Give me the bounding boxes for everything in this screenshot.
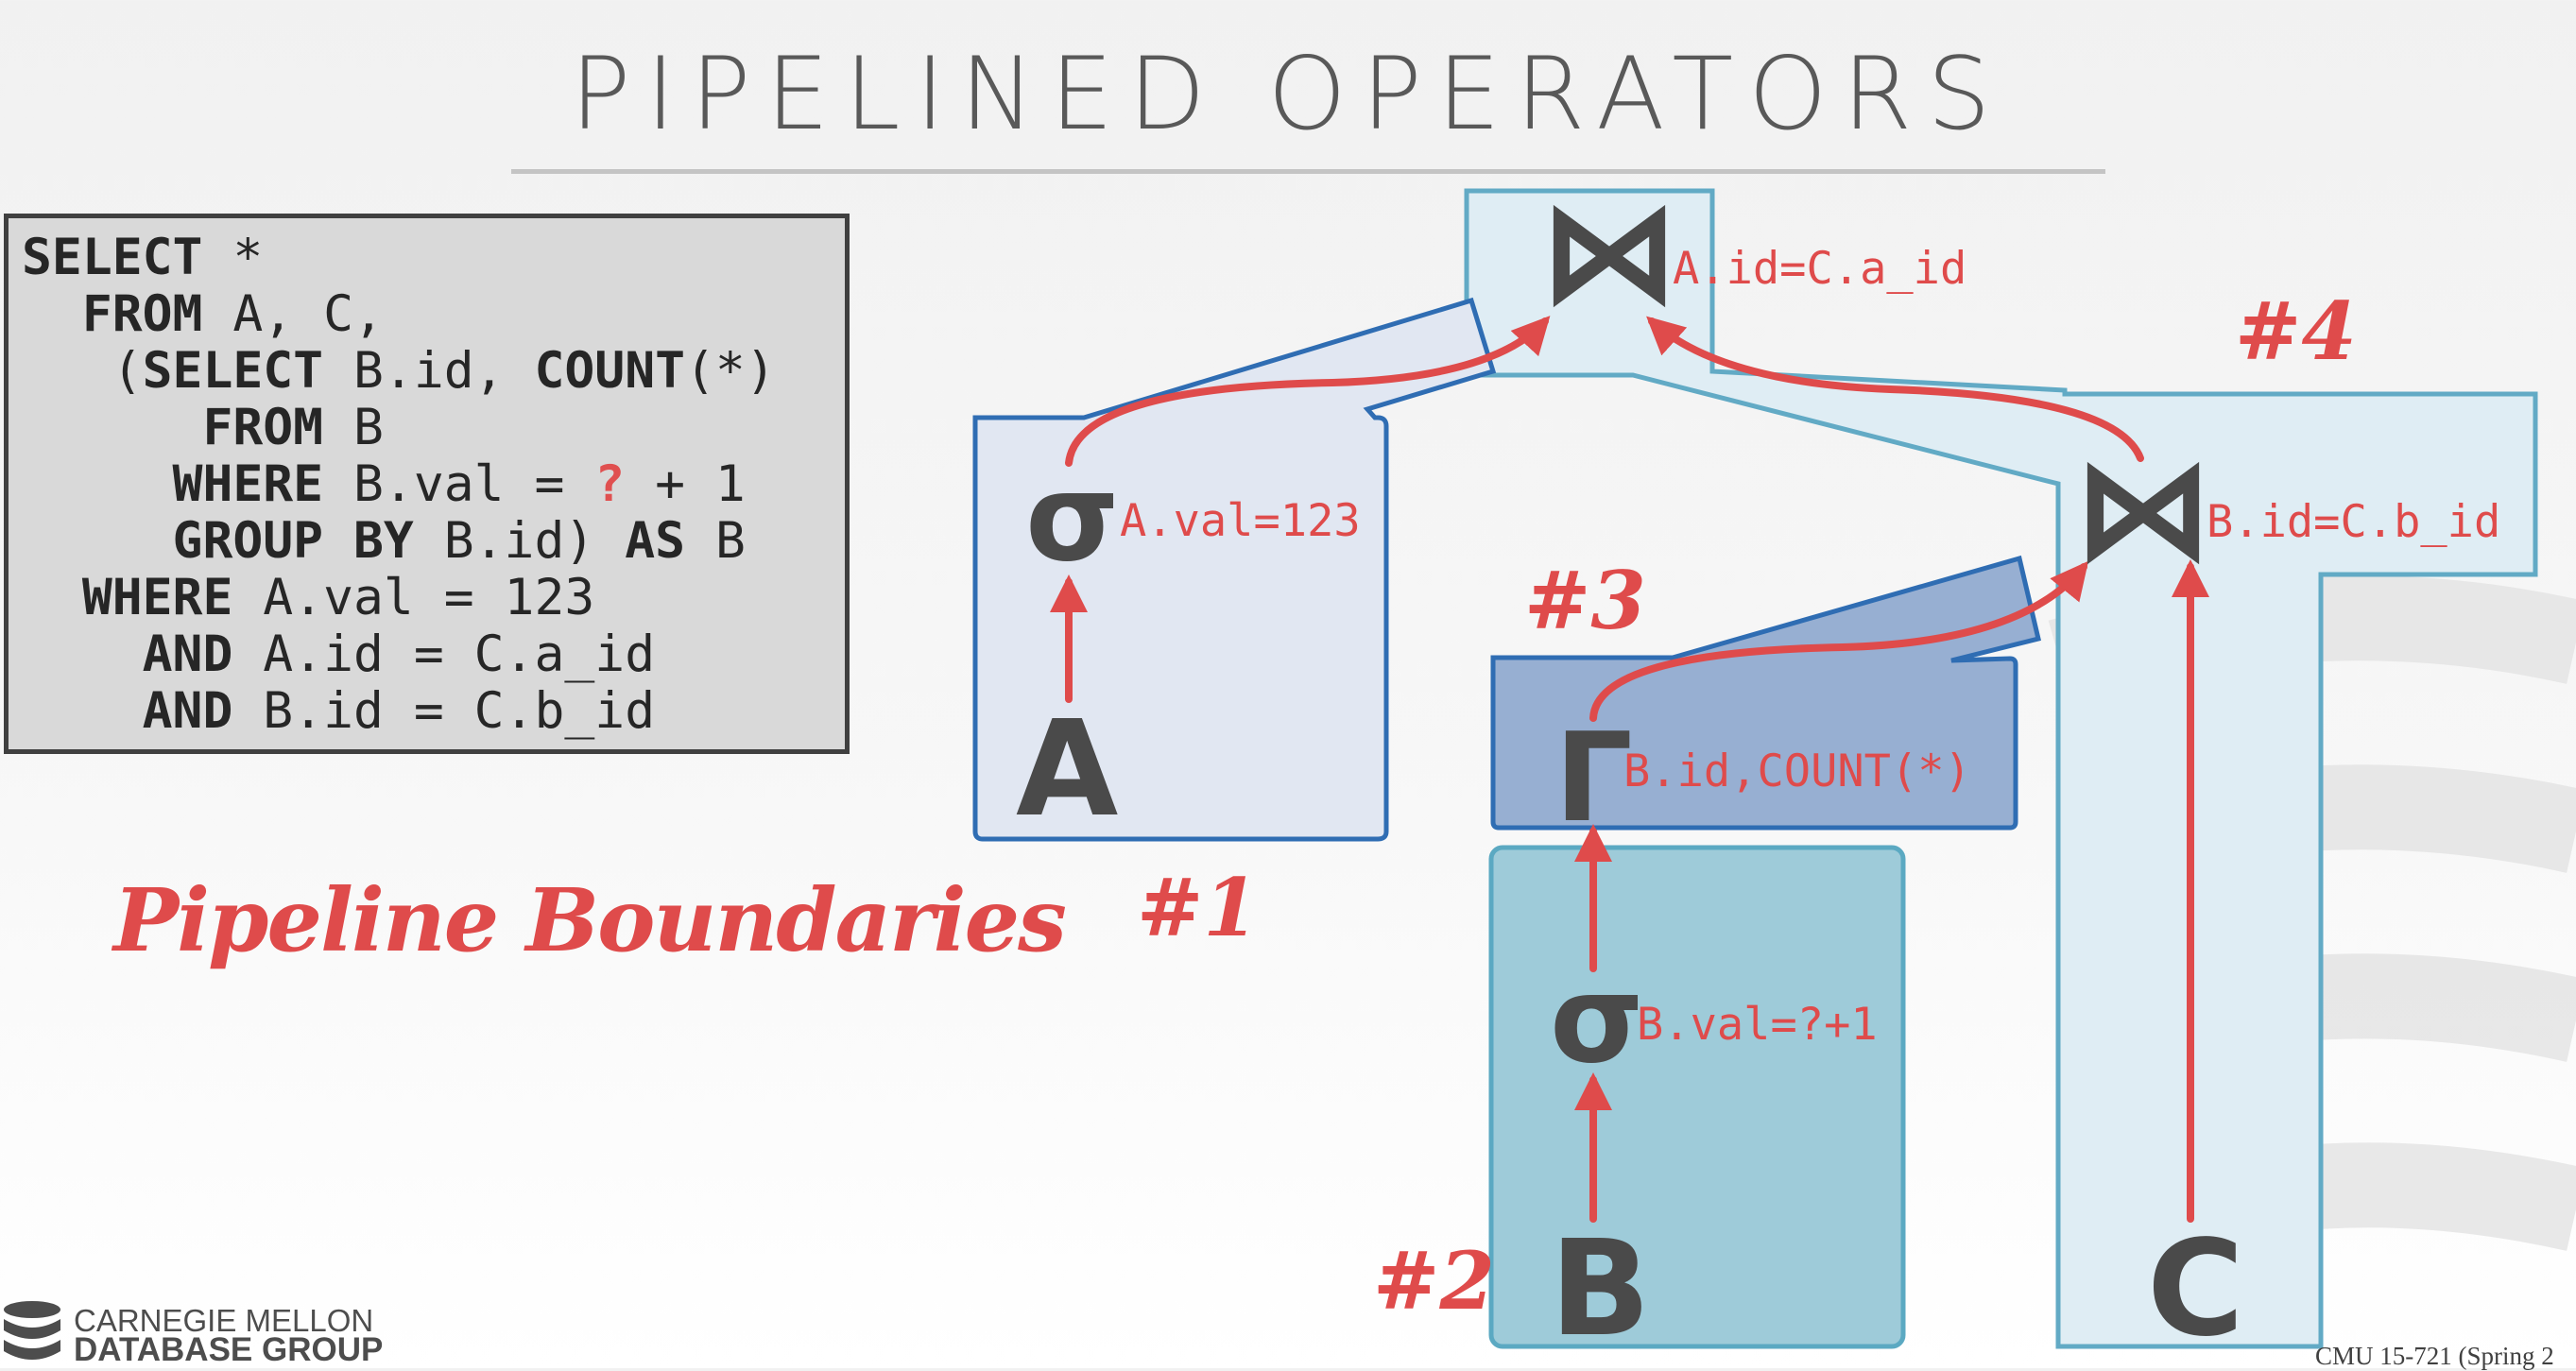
title-divider xyxy=(511,169,2105,174)
sql-line: WHERE B.val = ? + 1 xyxy=(22,456,845,513)
sql-keyword: FROM xyxy=(202,399,324,456)
table-b: B xyxy=(1550,1212,1651,1366)
join-right-symbol: ⋈ xyxy=(2072,427,2214,591)
sql-line: AND B.id = C.b_id xyxy=(22,683,845,740)
sql-line: GROUP BY B.id) AS B xyxy=(22,513,845,570)
sql-text: A, C, xyxy=(202,285,384,343)
course-label: CMU 15-721 (Spring 2 xyxy=(2315,1342,2554,1370)
pipeline-1-region xyxy=(972,297,1497,842)
select-b-condition: B.val=?+1 xyxy=(1637,999,1878,1051)
sql-text: (*) xyxy=(685,342,776,400)
aggregate-condition: B.id,COUNT(*) xyxy=(1623,745,1971,797)
select-a-symbol: σ xyxy=(1025,448,1120,589)
footer-logo-line2: DATABASE GROUP xyxy=(74,1331,384,1368)
sql-text: ( xyxy=(22,342,143,400)
sql-line: WHERE A.val = 123 xyxy=(22,570,845,626)
select-b-symbol: σ xyxy=(1550,950,1644,1090)
sql-text: * xyxy=(202,229,264,286)
sql-query-box: SELECT * FROM A, C, (SELECT B.id, COUNT(… xyxy=(4,214,850,754)
sql-line: (SELECT B.id, COUNT(*) xyxy=(22,343,845,400)
aggregate-symbol: Γ xyxy=(1554,706,1633,849)
sql-text: B xyxy=(685,512,746,570)
sql-text: B.id) xyxy=(413,512,626,570)
sql-keyword: SELECT xyxy=(22,229,203,286)
sql-line: FROM A, C, xyxy=(22,286,845,343)
sql-keyword: AND xyxy=(142,626,233,683)
sql-text: A.id = C.a_id xyxy=(232,626,656,683)
sql-line: FROM B xyxy=(22,400,845,456)
pipeline-2-label: #2 xyxy=(1373,1234,1495,1328)
pipeline-boundaries-heading: Pipeline Boundaries xyxy=(113,869,1067,971)
sql-text: + 1 xyxy=(625,455,746,513)
pipeline-3-label: #3 xyxy=(1524,554,1646,647)
sql-text: B.id, xyxy=(323,342,535,400)
sql-keyword: WHERE xyxy=(81,569,233,626)
slide-title: PIPELINED OPERATORS xyxy=(570,36,2006,152)
arrow-aggregate-to-join xyxy=(1589,560,2089,722)
arrow-join-to-join xyxy=(1646,316,2144,462)
sql-text: B.val = xyxy=(323,455,595,513)
sql-keyword: FROM xyxy=(81,285,203,343)
sql-line: SELECT * xyxy=(22,230,845,286)
sql-text: B xyxy=(323,399,384,456)
sql-keyword: GROUP BY xyxy=(172,512,414,570)
cmu-db-logo-icon xyxy=(4,1301,60,1360)
sql-parameter: ? xyxy=(594,455,626,513)
join-right-condition: B.id=C.b_id xyxy=(2207,496,2500,548)
sql-text: B.id = C.b_id xyxy=(232,682,656,740)
sql-keyword: AND xyxy=(142,682,233,740)
sql-keyword: SELECT xyxy=(142,342,324,400)
sql-line: AND A.id = C.a_id xyxy=(22,626,845,683)
join-top-symbol: ⋈ xyxy=(1538,170,1680,334)
sql-keyword: COUNT xyxy=(534,342,686,400)
join-top-condition: A.id=C.a_id xyxy=(1673,243,1966,295)
sql-keyword: WHERE xyxy=(172,455,324,513)
select-a-condition: A.val=123 xyxy=(1120,495,1361,547)
pipeline-4-label: #4 xyxy=(2235,284,2357,378)
arrow-select-to-join xyxy=(1065,316,1551,467)
pipeline-1-label: #1 xyxy=(1137,861,1259,954)
sql-keyword: AS xyxy=(625,512,686,570)
pipeline-3-region xyxy=(1490,555,2041,831)
table-c: C xyxy=(2147,1212,2244,1366)
table-a: A xyxy=(1016,693,1118,847)
sql-text: A.val = 123 xyxy=(232,569,595,626)
footer-logo-line1: CARNEGIE MELLON xyxy=(74,1303,374,1338)
